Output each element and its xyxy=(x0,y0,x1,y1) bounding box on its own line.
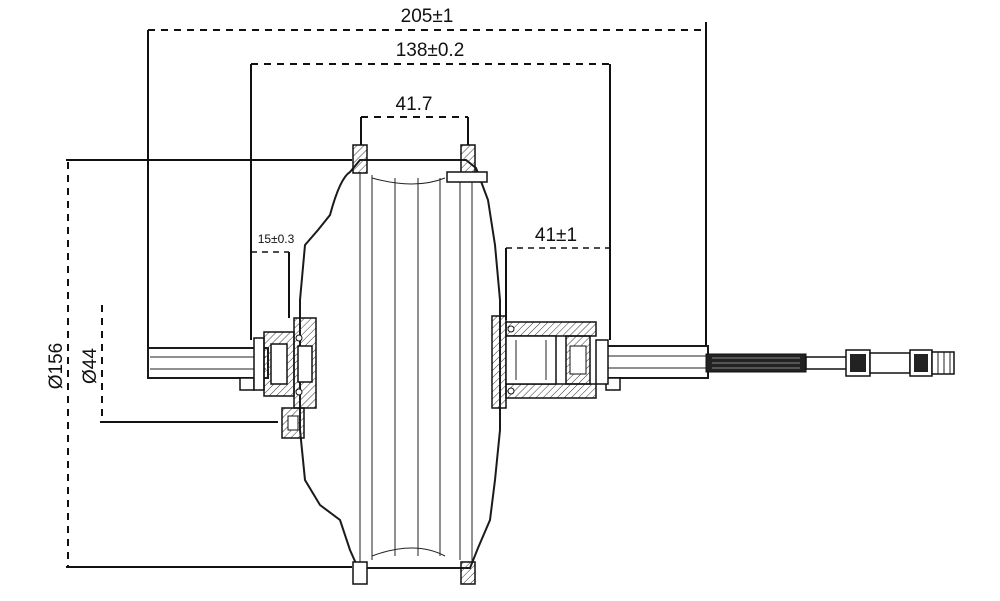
rim-width-label: 41.7 xyxy=(396,94,433,115)
dim-left-offset: 15±0.3 xyxy=(251,232,295,318)
dim-inner-diameter: Ø44 xyxy=(80,305,278,423)
dim-rim-width: 41.7 xyxy=(360,94,469,145)
flange-span-label: 138±0.2 xyxy=(396,40,465,61)
right-bearing xyxy=(491,315,609,409)
motor-shell xyxy=(299,159,501,569)
dim-right-offset: 41±1 xyxy=(505,225,610,320)
overall-length-label: 205±1 xyxy=(401,6,454,27)
inner-diameter-label: Ø44 xyxy=(80,348,101,384)
left-offset-label: 15±0.3 xyxy=(258,232,295,246)
dim-flange-span: 138±0.2 xyxy=(250,40,611,340)
cable-connector xyxy=(705,349,955,377)
outer-diameter-label: Ø156 xyxy=(46,343,67,389)
dim-outer-diameter: Ø156 xyxy=(46,159,352,568)
rim-flanges xyxy=(352,144,488,585)
left-bearing xyxy=(253,317,317,439)
dim-overall-length: 205±1 xyxy=(147,6,707,352)
right-offset-label: 41±1 xyxy=(535,225,577,246)
